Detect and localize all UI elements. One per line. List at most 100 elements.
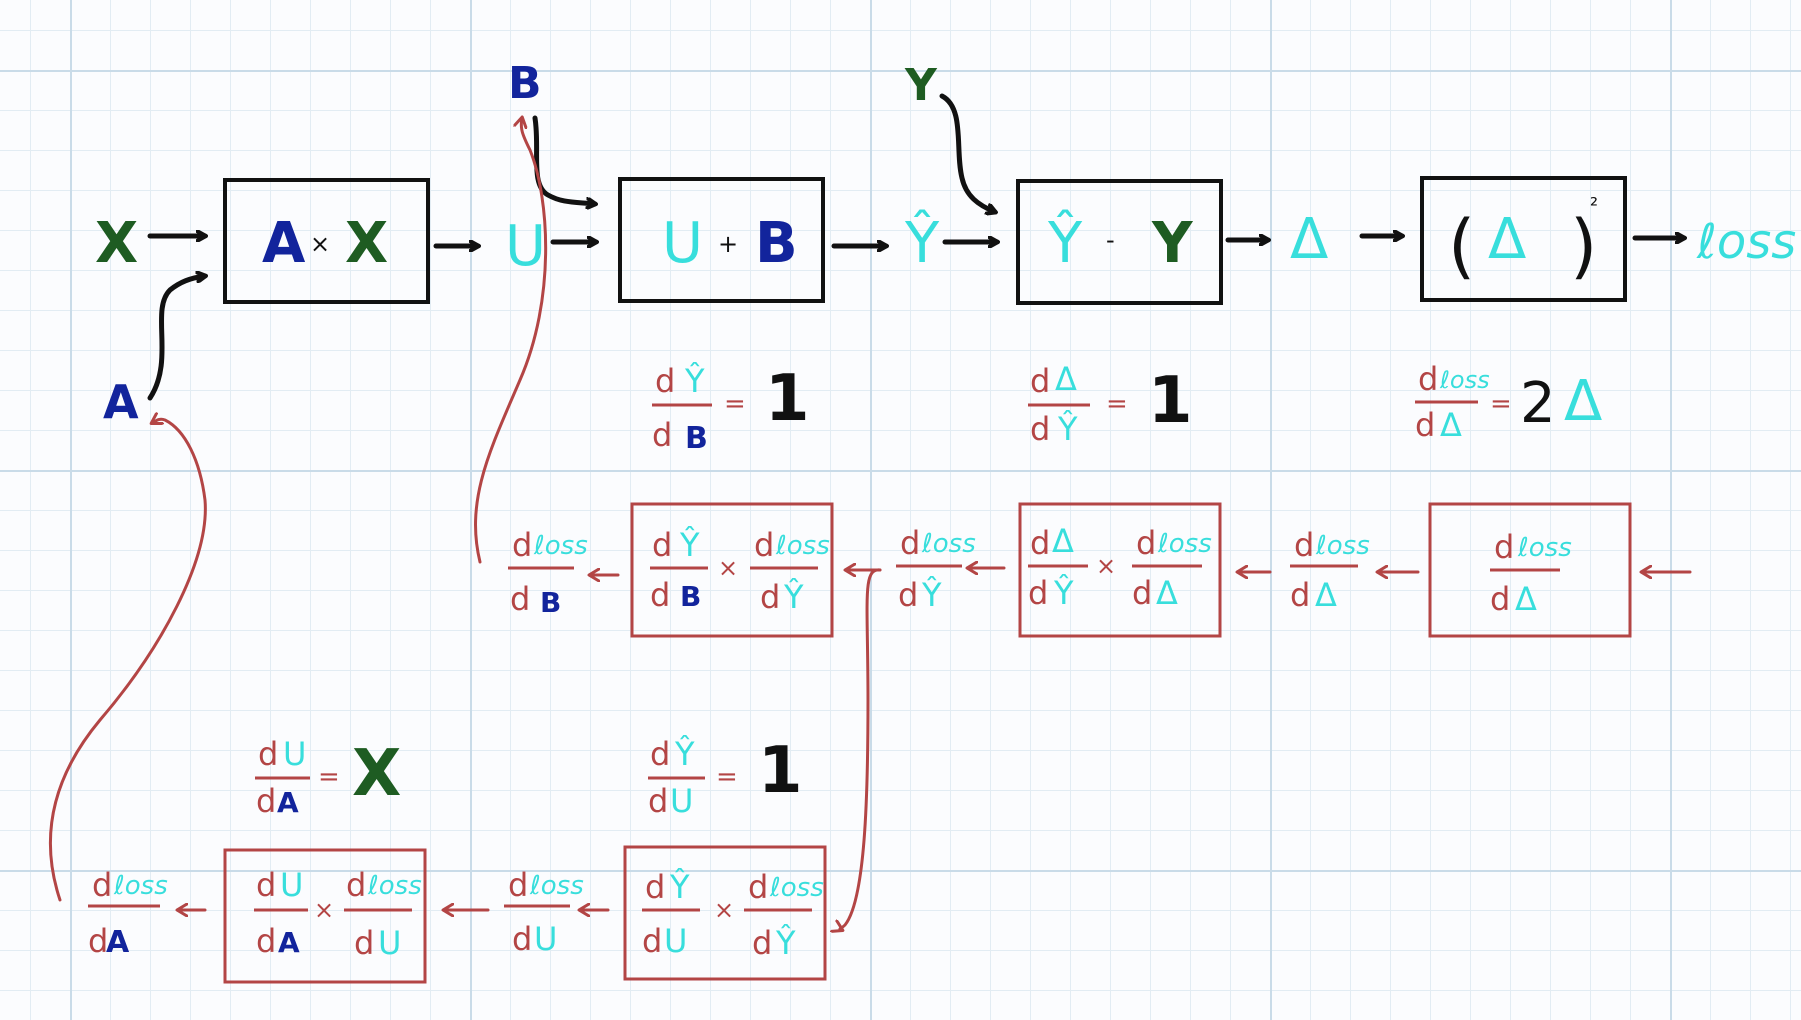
deriv-a: A <box>106 925 130 960</box>
deriv-d: d <box>1028 574 1048 612</box>
deriv-equals: = <box>1490 389 1512 419</box>
deriv-yhat: Ŷ <box>669 868 690 906</box>
y-to-sub-arrow <box>939 93 995 212</box>
deriv-d: d <box>88 922 108 960</box>
forward-pass: X A A × X U B U + B Ŷ Y Ŷ - Y Δ <box>95 58 1796 429</box>
dloss-ddelta-derivative: d ℓoss d Δ = 2 Δ <box>1415 360 1602 444</box>
deriv-d: d <box>512 920 532 958</box>
deriv-loss: ℓoss <box>775 531 830 561</box>
u-intermediate-label: U <box>505 214 546 279</box>
y-input-label: Y <box>904 60 938 111</box>
deriv-d: d <box>512 526 532 564</box>
deriv-equals: = <box>1106 389 1128 419</box>
subtract-node-box <box>1016 179 1223 305</box>
deriv-a: A <box>277 786 299 819</box>
deriv-loss: ℓoss <box>113 871 168 901</box>
deriv-d: d <box>1132 574 1152 612</box>
deriv-yhat: Ŷ <box>921 576 942 614</box>
deriv-u: U <box>378 924 401 962</box>
deriv-times: × <box>314 896 334 924</box>
deriv-d: d <box>655 362 675 400</box>
deriv-loss: ℓoss <box>529 871 584 901</box>
grad-loss-b-value: d ℓoss d B <box>508 526 588 619</box>
deriv-loss: ℓoss <box>1439 366 1490 394</box>
deriv-d: d <box>650 576 670 614</box>
deriv-d: d <box>652 416 672 454</box>
deriv-d: d <box>752 924 772 962</box>
dyhat-du-derivative: d Ŷ d U = 1 <box>648 734 803 820</box>
add-node-u: U <box>662 211 703 276</box>
deriv-times: × <box>1096 552 1116 580</box>
deriv-yhat: Ŷ <box>775 924 796 962</box>
grad-to-b-arrow <box>474 118 548 564</box>
square-node-exponent: ² <box>1590 193 1598 217</box>
a-to-mult-arrow <box>147 276 205 401</box>
add-node-box <box>618 177 825 303</box>
add-node-b: B <box>755 211 798 276</box>
deriv-yhat: Ŷ <box>684 362 705 400</box>
square-node-rparen: ) <box>1570 205 1597 287</box>
multiply-node-times: × <box>310 230 330 258</box>
deriv-value: 1 <box>765 362 810 436</box>
deriv-d: d <box>92 866 112 904</box>
deriv-yhat: Ŷ <box>1057 410 1078 448</box>
deriv-a: A <box>278 926 300 959</box>
deriv-coefficient: 2 <box>1520 371 1556 436</box>
deriv-d: d <box>258 735 278 773</box>
deriv-d: d <box>748 868 768 906</box>
deriv-equals: = <box>724 389 746 419</box>
deriv-d: d <box>508 866 528 904</box>
deriv-d: d <box>1494 528 1514 566</box>
grad-loss-delta-fraction: d ℓoss d Δ <box>1490 528 1572 618</box>
deriv-equals: = <box>716 762 738 792</box>
deriv-delta: Δ <box>1052 522 1074 560</box>
deriv-d: d <box>760 578 780 616</box>
deriv-delta: Δ <box>1440 406 1462 444</box>
subtract-node-y: Y <box>1151 211 1194 276</box>
deriv-d: d <box>648 782 668 820</box>
deriv-d: d <box>1030 410 1050 448</box>
deriv-d: d <box>1290 576 1310 614</box>
deriv-times: × <box>718 554 738 582</box>
deriv-value: 1 <box>758 734 803 808</box>
deriv-delta: Δ <box>1515 580 1537 618</box>
grad-loss-a-value: d ℓoss d A <box>88 866 168 960</box>
grad-u-product-box <box>623 845 827 981</box>
deriv-u: U <box>664 922 687 960</box>
du-da-derivative: d U d A = X <box>255 735 401 820</box>
deriv-loss: ℓoss <box>367 871 422 901</box>
deriv-d: d <box>645 868 665 906</box>
deriv-d: d <box>1136 524 1156 562</box>
multiply-node-x: X <box>345 211 388 276</box>
dyhat-db-derivative: d Ŷ d B = 1 <box>652 362 810 456</box>
grad-b-product-fractions: d Ŷ d B × d ℓoss d Ŷ <box>650 526 830 616</box>
grad-loss-u-value: d ℓoss d U <box>504 866 584 958</box>
deriv-d: d <box>346 866 366 904</box>
deriv-u: U <box>534 920 557 958</box>
subtract-node-yhat: Ŷ <box>1047 211 1083 276</box>
ddelta-dyhat-derivative: d Δ d Ŷ = 1 <box>1028 360 1193 448</box>
deriv-d: d <box>256 782 276 820</box>
loss-output-label: ℓoss <box>1696 214 1796 270</box>
deriv-yhat: Ŷ <box>674 735 695 773</box>
deriv-d: d <box>510 580 530 618</box>
deriv-d: d <box>256 866 276 904</box>
square-node-delta: Δ <box>1488 207 1526 272</box>
deriv-loss: ℓoss <box>1315 531 1370 561</box>
grad-b-product-box <box>630 502 834 638</box>
yhat-intermediate-label: Ŷ <box>904 211 940 276</box>
deriv-d: d <box>642 922 662 960</box>
deriv-b: B <box>540 586 561 619</box>
deriv-loss: ℓoss <box>1157 529 1212 559</box>
deriv-loss: ℓoss <box>921 529 976 559</box>
deriv-d: d <box>1030 362 1050 400</box>
grad-loss-delta-value: d ℓoss d Δ <box>1290 526 1370 614</box>
deriv-delta: Δ <box>1315 576 1337 614</box>
multiply-node-box <box>223 178 430 304</box>
deriv-d: d <box>256 922 276 960</box>
grad-yhat-to-u-connector <box>840 568 882 930</box>
deriv-yhat: Ŷ <box>783 578 804 616</box>
deriv-b: B <box>680 580 701 613</box>
square-node-lparen: ( <box>1448 205 1475 287</box>
